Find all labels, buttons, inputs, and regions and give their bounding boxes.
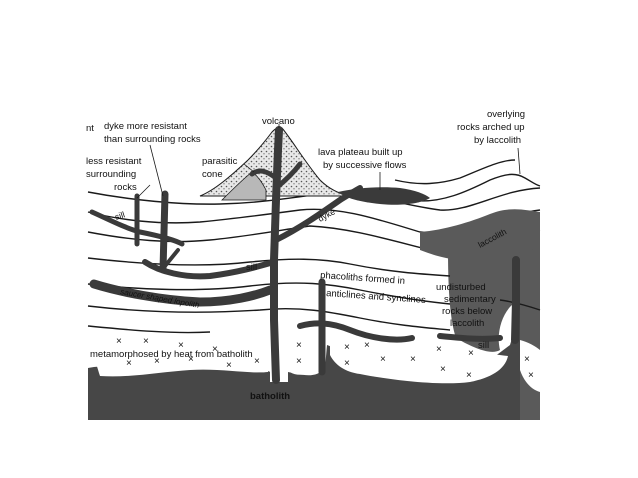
label-less-resistant-3: rocks [114,182,137,193]
vent-branch-1 [249,168,279,181]
label-undisturbed-2: sedimentary [444,294,496,305]
marker: × [410,354,416,365]
sill-lower-right [437,333,503,342]
label-parasitic-2: cone [202,169,223,180]
dyke-band [273,185,363,243]
marker: × [440,364,446,375]
label-dyke-resistant-2: than surrounding rocks [104,134,201,145]
marker: × [178,340,184,351]
marker: × [143,336,149,347]
arched-strata [394,159,541,202]
label-sill-right: sill [478,340,489,351]
marker: × [380,354,386,365]
dyke-resistant [159,190,169,274]
label-sill-left: sill [114,209,127,222]
label-volcano: volcano [262,116,295,127]
marker: × [524,354,530,365]
label-phacoliths-1: phacoliths formed in [320,270,406,287]
sill-upper-left [89,209,185,247]
dyke-right [511,256,520,344]
label-metamorphosed: metamorphosed by heat from batholith [90,349,253,360]
lopolith [89,279,275,307]
label-phacoliths-2: anticlines and synclines [326,288,427,306]
marker: × [296,356,302,367]
label-nt: nt [86,123,94,134]
dyke-lower-left [163,248,180,268]
labels: nt dyke more resistant than surrounding … [86,109,525,402]
label-undisturbed-3: rocks below [442,306,492,317]
laccolith-body [420,209,540,261]
marker: × [188,354,194,365]
marker: × [436,344,442,355]
marker: × [344,358,350,369]
label-parasitic-1: parasitic [202,156,238,167]
label-undisturbed-4: laccolith [450,318,484,329]
vent-branch-2 [273,161,303,191]
marker: × [116,336,122,347]
phacolith-band [297,320,415,343]
label-lava-plateau-2: by successive flows [323,160,407,171]
label-overlying-3: by laccolith [474,135,521,146]
label-overlying-1: overlying [487,109,525,120]
label-undisturbed-1: undisturbed [436,282,486,293]
marker: × [466,370,472,381]
label-lopolith: saucer shaped lopolith [120,287,201,310]
marker: × [226,360,232,371]
sill-middle [142,259,277,280]
marker: × [344,342,350,353]
metamorphic-markers: × × × × × × × × × × × × × × × × × × × × … [116,336,534,381]
label-lava-plateau-1: lava plateau built up [318,147,403,158]
label-less-resistant-1: less resistant [86,156,142,167]
marker: × [154,356,160,367]
marker: × [212,344,218,355]
marker: × [528,370,534,381]
metamorphic-zone-left [92,339,268,377]
label-dyke-resistant-1: dyke more resistant [104,121,187,132]
metamorphic-zone-mid [290,335,318,375]
marker: × [126,358,132,369]
label-less-resistant-2: surrounding [86,169,136,180]
marker: × [296,340,302,351]
marker: × [254,356,260,367]
lava-plateau [338,187,430,205]
marker: × [364,340,370,351]
intrusions [89,126,520,384]
main-vent [270,126,283,384]
marker: × [468,348,474,359]
label-sill-mid: sill [246,262,257,273]
metamorphic-zone-right [330,332,508,384]
label-batholith: batholith [250,391,290,402]
metamorphic-zone-far-right [520,340,540,392]
leader-lines [136,124,521,199]
label-overlying-2: rocks arched up [457,122,525,133]
